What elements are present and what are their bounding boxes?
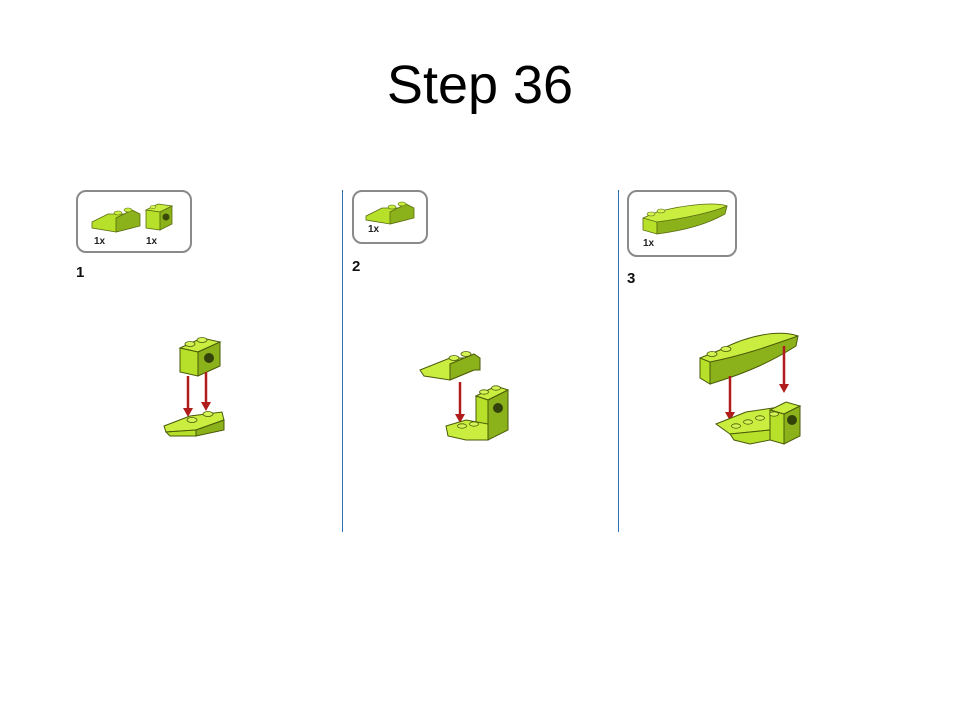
curved-slope-brick-icon (642, 203, 728, 235)
part-qty-2a: 1x (368, 224, 380, 235)
part-qty-1b: 1x (146, 236, 158, 247)
panel-divider-2 (618, 190, 619, 532)
step-number-2: 2 (352, 258, 361, 275)
assembly-diagram-1 (163, 337, 225, 437)
assembly-diagram-2 (419, 351, 510, 441)
panel-divider-1 (342, 190, 343, 532)
parts-list-box-1: 1x 1x (76, 190, 192, 253)
part-qty-1a: 1x (94, 236, 106, 247)
page-title: Step 36 (386, 55, 574, 115)
technic-brick-icon (144, 203, 174, 231)
part-qty-3a: 1x (643, 238, 655, 249)
parts-list-box-2: 1x (352, 190, 428, 244)
step-number-3: 3 (627, 270, 636, 287)
step-number-1: 1 (76, 264, 85, 281)
inverted-slope-brick-icon (365, 201, 415, 225)
parts-list-box-3: 1x (627, 190, 737, 257)
inverted-slope-brick-icon (91, 207, 141, 233)
assembly-diagram-3 (699, 332, 802, 445)
